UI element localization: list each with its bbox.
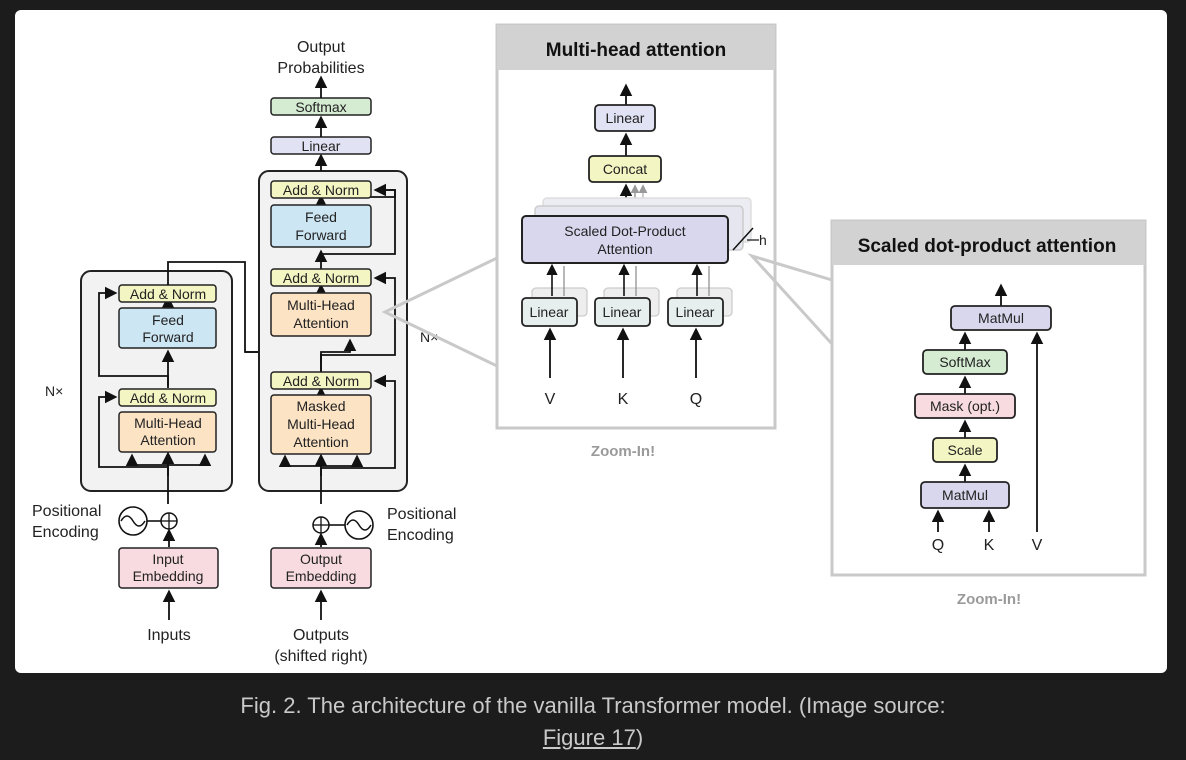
decoder-multi-head — [270, 292, 372, 337]
output-embedding — [270, 547, 372, 589]
mh-input-k: K — [618, 391, 629, 408]
sdpa-mask-label: Mask (opt.) — [930, 398, 1000, 414]
encoder-multi-head — [118, 411, 217, 453]
input-embedding-label-1: Input — [152, 551, 183, 567]
sdpa-panel-title: Scaled dot-product attention — [858, 236, 1117, 257]
mh-linear-top — [594, 104, 656, 132]
decoder-multi-head-label-2: Attention — [293, 315, 348, 331]
outputs-label-1: Outputs — [293, 627, 349, 644]
transformer-diagram: Add & Norm Feed Forward Add & Norm Multi… — [32, 23, 1147, 665]
encoder-nx: N× — [45, 383, 63, 399]
mh-h-label: h — [759, 232, 767, 248]
mh-linear-top-label: Linear — [606, 110, 645, 126]
decoder-positional-label-1: Positional — [387, 506, 456, 523]
mh-linear-k — [594, 297, 651, 327]
output-probabilities-label-1: Output — [297, 39, 346, 56]
sdpa-panel-header — [832, 221, 1145, 265]
output-embedding-label-2: Embedding — [286, 568, 357, 584]
top-linear-label: Linear — [302, 138, 341, 154]
mh-linear-q — [667, 297, 724, 327]
decoder-feed-forward-label-1: Feed — [305, 209, 337, 225]
decoder-multi-head-label-1: Multi-Head — [287, 297, 355, 313]
input-embedding-label-2: Embedding — [133, 568, 204, 584]
figure-card: Add & Norm Feed Forward Add & Norm Multi… — [15, 10, 1167, 673]
encoder-feed-forward-label-1: Feed — [152, 312, 184, 328]
decoder-nx: N× — [420, 329, 438, 345]
decoder-add-norm-1-label: Add & Norm — [283, 182, 359, 198]
mh-linear-k-label: Linear — [603, 304, 642, 320]
output-embedding-label-1: Output — [300, 551, 342, 567]
sdpa-input-k: K — [984, 537, 995, 554]
multi-head-panel-title: Multi-head attention — [546, 40, 726, 61]
sdpa-matmul-top — [950, 305, 1052, 331]
encoder-positional-label-1: Positional — [32, 503, 101, 520]
decoder-positional-label-2: Encoding — [387, 527, 454, 544]
encoder-add-norm-bottom-label: Add & Norm — [130, 390, 206, 406]
mh-sdpa — [521, 215, 729, 264]
sdpa-scale-label: Scale — [947, 442, 982, 458]
top-softmax-label: Softmax — [295, 99, 346, 115]
decoder-masked-label-3: Attention — [293, 434, 348, 450]
sdpa-scale — [932, 437, 998, 463]
caption-source-link[interactable]: Figure 17 — [542, 725, 636, 750]
encoder-multi-head-label-1: Multi-Head — [134, 415, 202, 431]
encoder-container — [80, 270, 233, 492]
encoder-feed-forward-label-2: Forward — [142, 329, 193, 345]
output-probabilities-label-2: Probabilities — [277, 60, 364, 77]
decoder-feed-forward — [270, 204, 372, 248]
sdpa-matmul-bottom-label: MatMul — [942, 487, 988, 503]
input-embedding — [118, 547, 219, 589]
sdpa-matmul-top-label: MatMul — [978, 310, 1024, 326]
caption-suffix: ) — [635, 725, 644, 750]
mh-linear-v-label: Linear — [530, 304, 569, 320]
encoder-multi-head-label-2: Attention — [140, 432, 195, 448]
mh-concat — [588, 155, 662, 183]
sdpa-matmul-bottom — [920, 481, 1010, 509]
encoder-positional-label-2: Encoding — [32, 524, 99, 541]
sdpa-input-q: Q — [932, 537, 944, 554]
decoder-add-norm-1 — [270, 180, 372, 199]
mh-sdpa-label-1: Scaled Dot-Product — [564, 223, 686, 239]
sdpa-softmax — [922, 349, 1008, 375]
decoder-masked-label-2: Multi-Head — [287, 416, 355, 432]
sdpa-softmax-label: SoftMax — [939, 354, 990, 370]
mh-linear-q-label: Linear — [676, 304, 715, 320]
outputs-label-2: (shifted right) — [274, 648, 367, 665]
decoder-masked-label-1: Masked — [296, 398, 345, 414]
encoder-add-norm-bottom — [118, 388, 217, 407]
sdpa-input-v: V — [1032, 537, 1043, 554]
mh-linear-v — [521, 297, 578, 327]
decoder-feed-forward-label-2: Forward — [295, 227, 346, 243]
mh-concat-label: Concat — [603, 161, 647, 177]
inputs-label: Inputs — [147, 627, 191, 644]
sdpa-zoom-note: Zoom-In! — [957, 591, 1021, 608]
decoder-masked-multi-head — [270, 394, 372, 455]
decoder-add-norm-3 — [270, 371, 372, 390]
decoder-add-norm-2 — [270, 268, 372, 287]
mh-input-v: V — [545, 391, 556, 408]
encoder-add-norm-top-label: Add & Norm — [130, 286, 206, 302]
mh-sdpa-label-2: Attention — [597, 241, 652, 257]
decoder-add-norm-2-label: Add & Norm — [283, 270, 359, 286]
caption-text: Fig. 2. The architecture of the vanilla … — [240, 693, 946, 718]
mh-zoom-note: Zoom-In! — [591, 443, 655, 460]
figure-caption: Fig. 2. The architecture of the vanilla … — [0, 690, 1186, 754]
encoder-feed-forward — [118, 307, 217, 349]
multi-head-panel-header — [497, 25, 775, 70]
mh-input-q: Q — [690, 391, 702, 408]
sdpa-mask — [914, 393, 1016, 419]
decoder-add-norm-3-label: Add & Norm — [283, 373, 359, 389]
